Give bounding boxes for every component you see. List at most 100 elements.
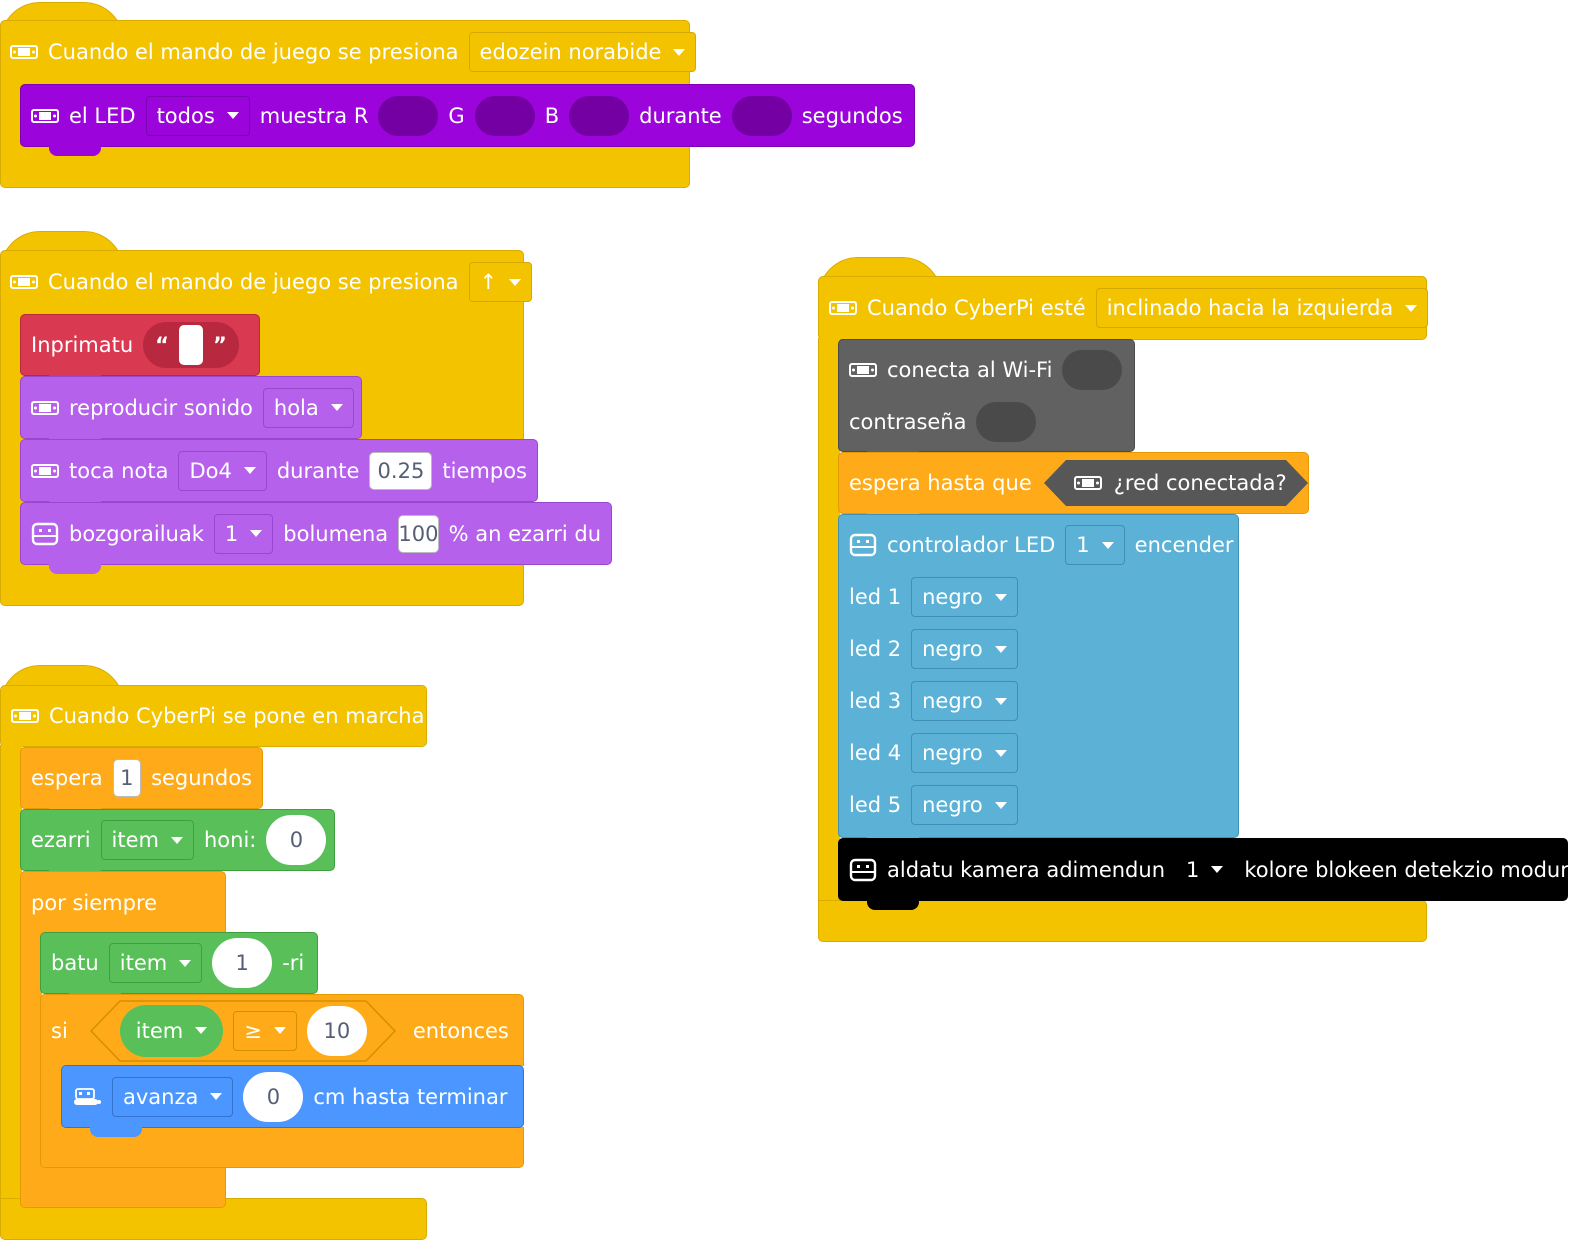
forever-bottom [20, 1166, 226, 1208]
password-label: contraseña [849, 409, 967, 434]
seconds-label: segundos [801, 103, 903, 128]
change-variable-block[interactable]: batu item 1 -ri [40, 932, 318, 1003]
chevron-down-icon [1405, 304, 1418, 312]
hat-label: Cuando el mando de juego se presiona [48, 270, 459, 294]
wait-label: espera [31, 766, 103, 790]
print-block[interactable]: Inprimatu “ ” [20, 314, 260, 385]
wifi-block[interactable]: conecta al Wi-Fi contraseña [838, 339, 1135, 461]
text-field[interactable] [178, 325, 203, 365]
chevron-down-icon [994, 801, 1007, 809]
change-suffix: -ri [282, 951, 305, 975]
gamepad-icon [31, 108, 59, 124]
sound-dropdown[interactable]: hola [262, 387, 354, 428]
compare-input[interactable]: 10 [306, 1005, 367, 1056]
if-block[interactable]: si item ≥ 10 entonces [40, 994, 524, 1066]
speaker-volume-block[interactable]: bozgorailuak 1 bolumena 100 % an ezarri … [20, 502, 612, 574]
set-label: ezarri [31, 828, 91, 852]
volume-input[interactable]: 100 [398, 514, 439, 553]
variable-dropdown[interactable]: item [100, 820, 194, 860]
led-show-block[interactable]: el LED todos muestra R G B durante segun… [20, 84, 915, 156]
then-label: entonces [412, 1018, 509, 1043]
network-connected-boolean[interactable]: ¿red conectada? [1043, 460, 1317, 506]
value-input[interactable]: 0 [266, 815, 327, 865]
wait-block[interactable]: espera 1 segundos [20, 747, 263, 818]
wait-until-block[interactable]: espera hasta que ¿red conectada? [838, 452, 1309, 523]
operator-dropdown[interactable]: ≥ [233, 1010, 297, 1051]
dropdown-value: ≥ [244, 1018, 262, 1043]
led-which-dropdown[interactable]: todos [145, 95, 250, 136]
camera-mode-block[interactable]: aldatu kamera adimendun 1 kolore blokeen… [838, 838, 1582, 910]
led-row: led 5 negro [849, 785, 1018, 825]
led-color-dropdown[interactable]: negro [911, 577, 1018, 617]
condition-outline [89, 999, 396, 1062]
led-row-label: led 3 [849, 689, 902, 713]
condition-hexagon[interactable]: item ≥ 10 [89, 999, 396, 1062]
note-dropdown[interactable]: Do4 [178, 450, 267, 491]
open-quote-icon: “ [155, 333, 169, 357]
direction-dropdown[interactable]: avanza [112, 1076, 234, 1117]
dropdown-value: avanza [123, 1084, 199, 1109]
gamepad-icon [1073, 475, 1102, 491]
distance-input[interactable]: 0 [243, 1071, 304, 1122]
led-row: led 1 negro [849, 577, 1018, 617]
ssid-input[interactable] [1062, 349, 1123, 390]
led-row-label: led 4 [849, 741, 902, 765]
led-row: led 4 negro [849, 733, 1018, 773]
dropdown-value: ↑ [479, 270, 498, 294]
text-input[interactable]: “ ” [143, 322, 239, 368]
hat-label: Cuando CyberPi se pone en marcha [49, 704, 425, 728]
b-input[interactable] [569, 95, 630, 136]
note-label: toca nota [69, 458, 169, 483]
dropdown-value: edozein norabide [479, 40, 662, 64]
beats-input[interactable]: 0.25 [369, 451, 433, 490]
cyberpi-icon [31, 522, 59, 546]
move-suffix: cm hasta terminar [313, 1084, 508, 1109]
speaker-dropdown[interactable]: 1 [213, 513, 274, 554]
led-row-label: led 1 [849, 585, 902, 609]
volume-label: bolumena [283, 521, 389, 546]
direction-dropdown[interactable]: ↑ [468, 262, 533, 302]
forever-label: por siempre [31, 890, 158, 915]
led-color-dropdown[interactable]: negro [911, 681, 1018, 721]
forever-block[interactable]: por siempre [20, 871, 226, 933]
direction-dropdown[interactable]: edozein norabide [468, 32, 697, 72]
dropdown-value: negro [922, 637, 983, 661]
port-dropdown[interactable]: 1 [1065, 525, 1125, 565]
value-input[interactable]: 1 [212, 938, 273, 988]
variable-dropdown[interactable]: item [108, 943, 203, 983]
led-driver-on-label: encender [1134, 533, 1234, 557]
duration-input[interactable] [731, 95, 792, 136]
chevron-down-icon [330, 404, 343, 411]
set-variable-block[interactable]: ezarri item honi: 0 [20, 809, 335, 880]
password-input[interactable] [976, 401, 1037, 442]
dropdown-value: item [119, 951, 168, 975]
wifi-row: conecta al Wi-Fi [849, 349, 1123, 390]
forever-spine [20, 932, 42, 1167]
variable-reporter[interactable]: item [119, 1004, 224, 1057]
led-row: led 3 negro [849, 681, 1018, 721]
led-color-dropdown[interactable]: negro [911, 733, 1018, 773]
wait-input[interactable]: 1 [112, 759, 142, 797]
dropdown-value: 1 [224, 521, 239, 546]
script2-hat-block[interactable]: Cuando el mando de juego se presiona ↑ [0, 250, 533, 314]
led-driver-block[interactable]: controlador LED 1 encender led 1 negro l… [838, 514, 1239, 847]
script4-spine [818, 338, 840, 902]
play-note-block[interactable]: toca nota Do4 durante 0.25 tiempos [20, 439, 538, 511]
led-color-dropdown[interactable]: negro [911, 629, 1018, 669]
chevron-down-icon [673, 48, 686, 56]
change-label: batu [51, 951, 99, 975]
script1-hat-block[interactable]: Cuando el mando de juego se presiona edo… [0, 20, 697, 84]
tilt-dropdown[interactable]: inclinado hacia la izquierda [1095, 288, 1429, 328]
play-sound-block[interactable]: reproducir sonido hola [20, 376, 362, 448]
move-block[interactable]: avanza 0 cm hasta terminar [61, 1065, 524, 1137]
during-label: durante [639, 103, 722, 128]
r-input[interactable] [378, 95, 439, 136]
g-input[interactable] [474, 95, 535, 136]
chevron-down-icon [1101, 541, 1114, 549]
camera-port-dropdown[interactable]: 1 [1175, 849, 1235, 890]
led-row-label: led 2 [849, 637, 902, 661]
script3-hat-block[interactable]: Cuando CyberPi se pone en marcha [0, 685, 427, 747]
led-color-dropdown[interactable]: negro [911, 785, 1018, 825]
script4-hat-block[interactable]: Cuando CyberPi esté inclinado hacia la i… [818, 276, 1429, 340]
script3-spine [0, 745, 22, 1198]
